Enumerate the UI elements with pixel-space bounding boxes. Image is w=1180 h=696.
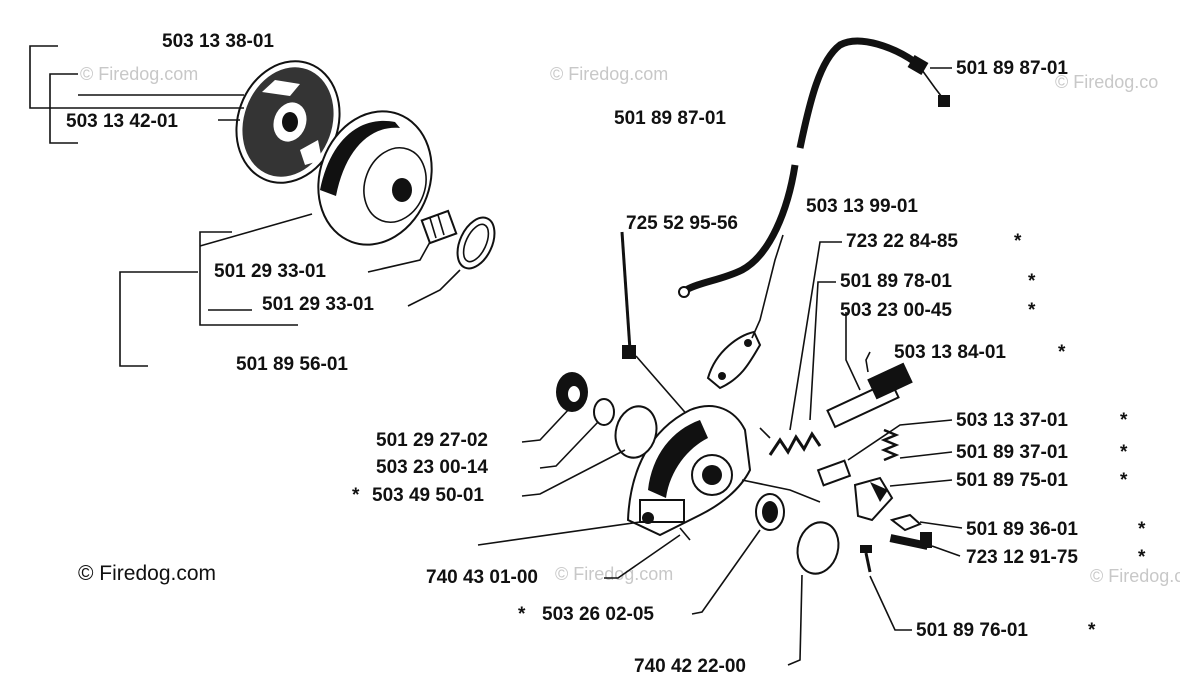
part-label: 501 89 36-01 [966,519,1078,540]
part-label: 723 22 84-85 [846,231,958,252]
part-label: 501 89 78-01 [840,271,952,292]
part-label: 501 89 37-01 [956,442,1068,463]
asterisk: * [1088,620,1096,641]
o-ring [614,405,658,459]
part-label: 503 13 38-01 [162,31,274,52]
part-label: 503 13 42-01 [66,111,178,132]
screw-bottom [860,545,872,573]
part-label: 501 89 75-01 [956,470,1068,491]
asterisk: * [1028,271,1036,292]
asterisk: * [1120,470,1128,491]
watermark: © Firedog.co [1055,72,1158,92]
part-label: 501 89 76-01 [916,620,1028,641]
part-label: 503 23 00-45 [840,300,952,321]
part-label: 503 13 84-01 [894,342,1006,363]
asterisk: * [1138,547,1146,568]
part-label: 740 42 22-00 [634,656,746,677]
bracket [199,231,298,326]
part-label: 501 29 33-01 [262,294,374,315]
asterisk: * [1014,231,1022,252]
part-label: 501 89 56-01 [236,354,348,375]
watermark: © Firedog.co [1090,566,1180,586]
part-label: 503 23 00-14 [376,457,488,478]
part-label: 725 52 95-56 [626,213,738,234]
part-label: 503 26 02-05 [542,604,654,625]
asterisk: * [352,485,360,506]
watermark: © Firedog.com [550,64,668,84]
part-label: 501 29 27-02 [376,430,488,451]
cable [796,37,918,149]
plug [796,521,840,575]
screw-top [620,231,691,419]
bracket [29,45,244,109]
part-label: 740 43 01-00 [426,567,538,588]
part-label: 503 13 37-01 [956,410,1068,431]
seal [755,493,785,531]
pin-sleeve [826,362,913,429]
clip [889,513,922,532]
asterisk: * [1138,519,1146,540]
lever-assembly [816,459,894,522]
bolt [889,532,932,550]
spring [759,427,822,456]
copyright-text: © Firedog.com [78,562,216,585]
part-label: 501 29 33-01 [214,261,326,282]
clutch-shoe-assembly [235,60,341,184]
washer-ring [456,216,496,270]
small-washer [593,398,615,426]
asterisk: * [1120,442,1128,463]
part-label: 503 13 99-01 [806,196,918,217]
oil-pump-housing [626,405,752,537]
guide-plate [706,330,762,390]
part-label: 501 89 87-01 [956,58,1068,79]
bracket [49,73,78,144]
needle-bearing [420,209,458,245]
asterisk: * [1120,410,1128,431]
asterisk: * [1028,300,1036,321]
watermark: © Firedog.com [555,564,673,584]
clutch-drum [317,110,433,246]
part-label: 503 49 50-01 [372,485,484,506]
small-spring [880,428,900,462]
part-label: 501 89 87-01 [614,108,726,129]
watermark: © Firedog.com [80,64,198,84]
bracket [119,271,198,367]
asterisk: * [1058,342,1066,363]
asterisk: * [518,604,526,625]
part-label: 723 12 91-75 [966,547,1078,568]
gear [556,372,588,412]
